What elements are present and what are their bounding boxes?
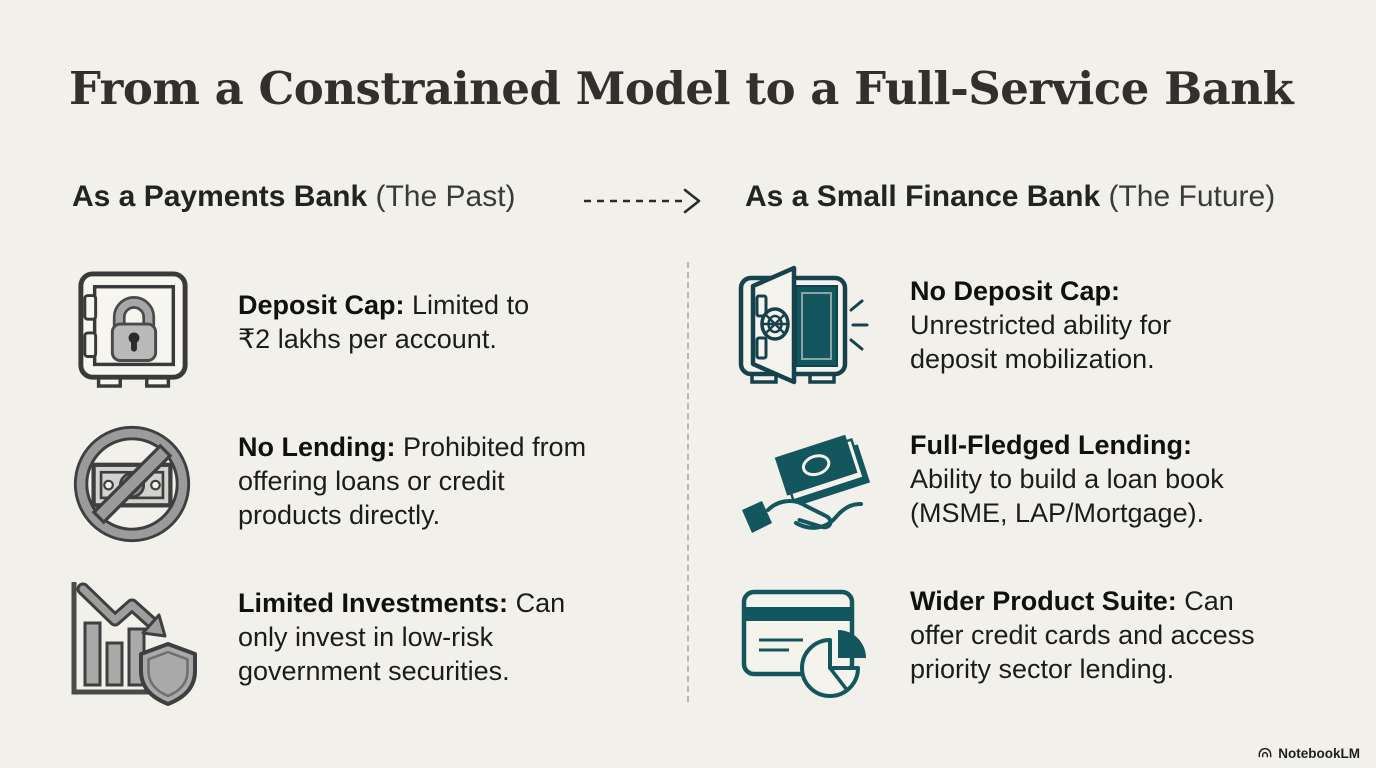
footer-brand: NotebookLM bbox=[1257, 745, 1360, 761]
no-money-prohibited-icon bbox=[73, 425, 191, 543]
page-title: From a Constrained Model to a Full-Servi… bbox=[69, 62, 1294, 115]
feature-row-past-deposit-cap: Deposit Cap: Limited to ₹2 lakhs per acc… bbox=[238, 288, 638, 356]
feature-text: Limited to ₹2 lakhs per account. bbox=[238, 290, 530, 354]
column-heading-past: As a Payments Bank (The Past) bbox=[72, 180, 516, 214]
feature-label: Full-Fledged Lending: bbox=[910, 430, 1192, 460]
locked-safe-icon bbox=[78, 271, 188, 388]
feature-label: No Lending: bbox=[238, 432, 396, 462]
column-divider bbox=[687, 262, 689, 702]
feature-label: No Deposit Cap: bbox=[910, 276, 1121, 306]
feature-label: Limited Investments: bbox=[238, 588, 509, 618]
column-heading-future: As a Small Finance Bank (The Future) bbox=[745, 180, 1275, 214]
feature-text: Ability to build a loan book (MSME, LAP/… bbox=[910, 464, 1224, 528]
feature-row-past-no-lending: No Lending: Prohibited from offering loa… bbox=[238, 430, 638, 532]
heading-future-qualifier: (The Future) bbox=[1108, 180, 1276, 213]
feature-row-future-wider-product-suite: Wider Product Suite: Can offer credit ca… bbox=[910, 584, 1330, 686]
money-in-hand-icon bbox=[742, 434, 871, 533]
open-vault-icon bbox=[738, 265, 869, 385]
declining-chart-shield-icon bbox=[71, 582, 197, 706]
feature-label: Deposit Cap: bbox=[238, 290, 405, 320]
credit-card-pie-icon bbox=[741, 589, 866, 698]
feature-text: Unrestricted ability for deposit mobiliz… bbox=[910, 310, 1172, 374]
heading-future-bold: As a Small Finance Bank bbox=[745, 180, 1101, 213]
feature-row-future-no-deposit-cap: No Deposit Cap: Unrestricted ability for… bbox=[910, 274, 1330, 376]
brand-label: NotebookLM bbox=[1278, 745, 1360, 761]
heading-past-qualifier: (The Past) bbox=[375, 180, 516, 213]
feature-row-past-limited-investments: Limited Investments: Can only invest in … bbox=[238, 586, 638, 688]
feature-text: Can offer credit cards and access priori… bbox=[910, 586, 1255, 684]
heading-past-bold: As a Payments Bank bbox=[72, 180, 368, 213]
feature-label: Wider Product Suite: bbox=[910, 586, 1177, 616]
feature-text: Can only invest in low-risk government s… bbox=[238, 588, 566, 686]
feature-text: Prohibited from offering loans or credit… bbox=[238, 432, 587, 530]
notebooklm-logo-icon bbox=[1258, 748, 1272, 758]
feature-row-future-full-fledged-lending: Full-Fledged Lending: Ability to build a… bbox=[910, 428, 1330, 530]
dashed-arrow-right-icon bbox=[584, 188, 701, 214]
